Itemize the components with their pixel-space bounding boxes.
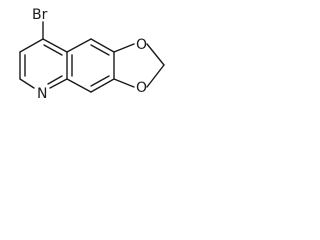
atom-bromine: Br xyxy=(32,7,48,23)
bond-c4a-c4 xyxy=(42,38,68,53)
molecule-structure: Br N O O xyxy=(19,7,165,102)
bond-c5-c6-inner xyxy=(90,44,110,56)
bond-c4-c3 xyxy=(19,38,44,53)
bond-c2-n1 xyxy=(19,78,35,89)
dioxole-ring xyxy=(113,43,165,88)
pyridine-ring xyxy=(19,21,68,89)
atom-nitrogen: N xyxy=(37,86,47,102)
atom-oxygen-bottom: O xyxy=(136,80,147,96)
benzene-ring xyxy=(66,38,115,93)
bond-c4a-c5 xyxy=(66,38,92,53)
bond-c8-c8a xyxy=(66,78,92,93)
bond-n1-c8a-inner xyxy=(47,75,63,85)
atom-oxygen-top: O xyxy=(136,37,147,53)
bond-c7-o-bottom xyxy=(113,78,135,88)
bond-c4a-c4-inner xyxy=(43,44,63,56)
bond-c7-c8 xyxy=(90,78,115,93)
bond-n1-c8a xyxy=(49,78,68,89)
bond-o-top-ch2 xyxy=(146,43,165,66)
bond-c5-c6 xyxy=(90,38,115,53)
structure-diagram: Br N O O xyxy=(0,0,208,137)
bond-c6-o-top xyxy=(113,43,135,53)
bond-o-bottom-ch2 xyxy=(146,64,165,88)
bond-c7-c8-inner xyxy=(90,75,110,87)
